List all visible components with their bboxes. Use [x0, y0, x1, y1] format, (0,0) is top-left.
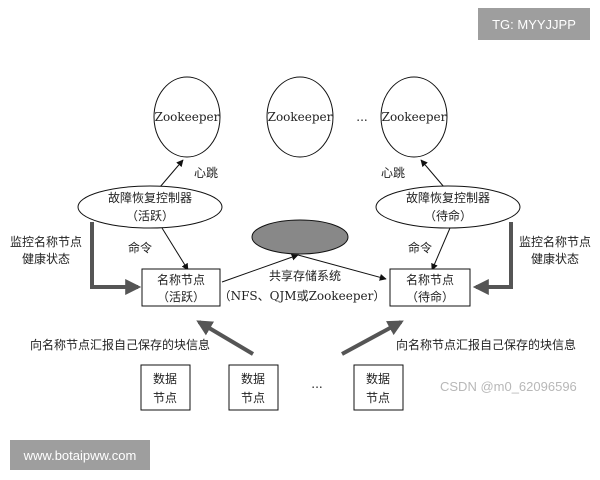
controller-state: （待命） — [424, 208, 472, 223]
shared-storage-options: （NFS、QJM或Zookeeper） — [219, 289, 386, 303]
datanode-2: 数据 节点 — [228, 364, 279, 411]
controller-label: 故障恢复控制器 — [406, 190, 490, 205]
zookeeper-node-2: Zookeeper — [266, 76, 334, 158]
csdn-watermark: CSDN @m0_62096596 — [440, 379, 577, 394]
failover-controller-active: 故障恢复控制器 （活跃） — [77, 185, 223, 229]
report-label-right: 向名称节点汇报自己保存的块信息 — [396, 337, 576, 352]
monitor-label-right: 监控名称节点 — [519, 234, 591, 249]
monitor-label-left-2: 健康状态 — [22, 251, 70, 266]
zookeeper-label: Zookeeper — [382, 110, 447, 124]
failover-controller-standby: 故障恢复控制器 （待命） — [375, 185, 521, 229]
shared-storage-ellipse — [251, 219, 349, 255]
report-label-left: 向名称节点汇报自己保存的块信息 — [30, 337, 210, 352]
namenode-label: 名称节点 — [406, 272, 454, 287]
namenode-state: （待命） — [406, 289, 454, 304]
controller-label: 故障恢复控制器 — [108, 190, 192, 205]
datanode-label-2: 节点 — [153, 391, 177, 405]
datanode-label: 数据 — [366, 371, 390, 386]
monitor-arrow-left — [90, 222, 142, 295]
heartbeat-arrow-right — [420, 159, 445, 188]
command-arrow-left — [161, 227, 189, 271]
namenode-label: 名称节点 — [157, 272, 205, 287]
write-arrow — [221, 253, 299, 283]
zookeeper-node-3: Zookeeper — [380, 76, 448, 158]
datanode-label: 数据 — [153, 371, 177, 386]
command-arrow-right — [431, 227, 451, 271]
namenode-state: （活跃） — [157, 290, 205, 304]
monitor-label-right-2: 健康状态 — [531, 251, 579, 266]
command-label-right: 命令 — [408, 240, 432, 255]
heartbeat-label-left: 心跳 — [194, 166, 218, 180]
monitor-label-left: 监控名称节点 — [10, 234, 82, 249]
datanode-ellipsis: ... — [311, 377, 322, 391]
datanode-3: 数据 节点 — [353, 364, 404, 411]
monitor-arrow-right — [472, 222, 513, 295]
command-label-left: 命令 — [128, 240, 152, 255]
namenode-active: 名称节点 （活跃） — [141, 268, 221, 307]
heartbeat-label-right: 心跳 — [381, 166, 405, 180]
zookeeper-node-1: Zookeeper — [153, 76, 221, 158]
report-arrow-right — [341, 320, 404, 356]
report-arrow-left — [196, 320, 255, 356]
zookeeper-label: Zookeeper — [268, 110, 333, 124]
zookeeper-ellipsis: ... — [356, 110, 367, 124]
datanode-label-2: 节点 — [241, 391, 265, 405]
heartbeat-arrow-left — [159, 159, 184, 188]
datanode-1: 数据 节点 — [140, 364, 191, 411]
datanode-label-2: 节点 — [366, 391, 390, 405]
datanode-label: 数据 — [241, 371, 265, 386]
shared-storage-label: 共享存储系统 — [269, 268, 341, 283]
namenode-standby: 名称节点 （待命） — [389, 268, 471, 307]
watermark-bottom-left: www.botaipww.com — [10, 440, 150, 470]
watermark-top-right: TG: MYYJJPP — [478, 8, 590, 40]
read-arrow — [297, 254, 387, 281]
zookeeper-label: Zookeeper — [155, 110, 220, 124]
controller-state: （活跃） — [126, 209, 174, 223]
